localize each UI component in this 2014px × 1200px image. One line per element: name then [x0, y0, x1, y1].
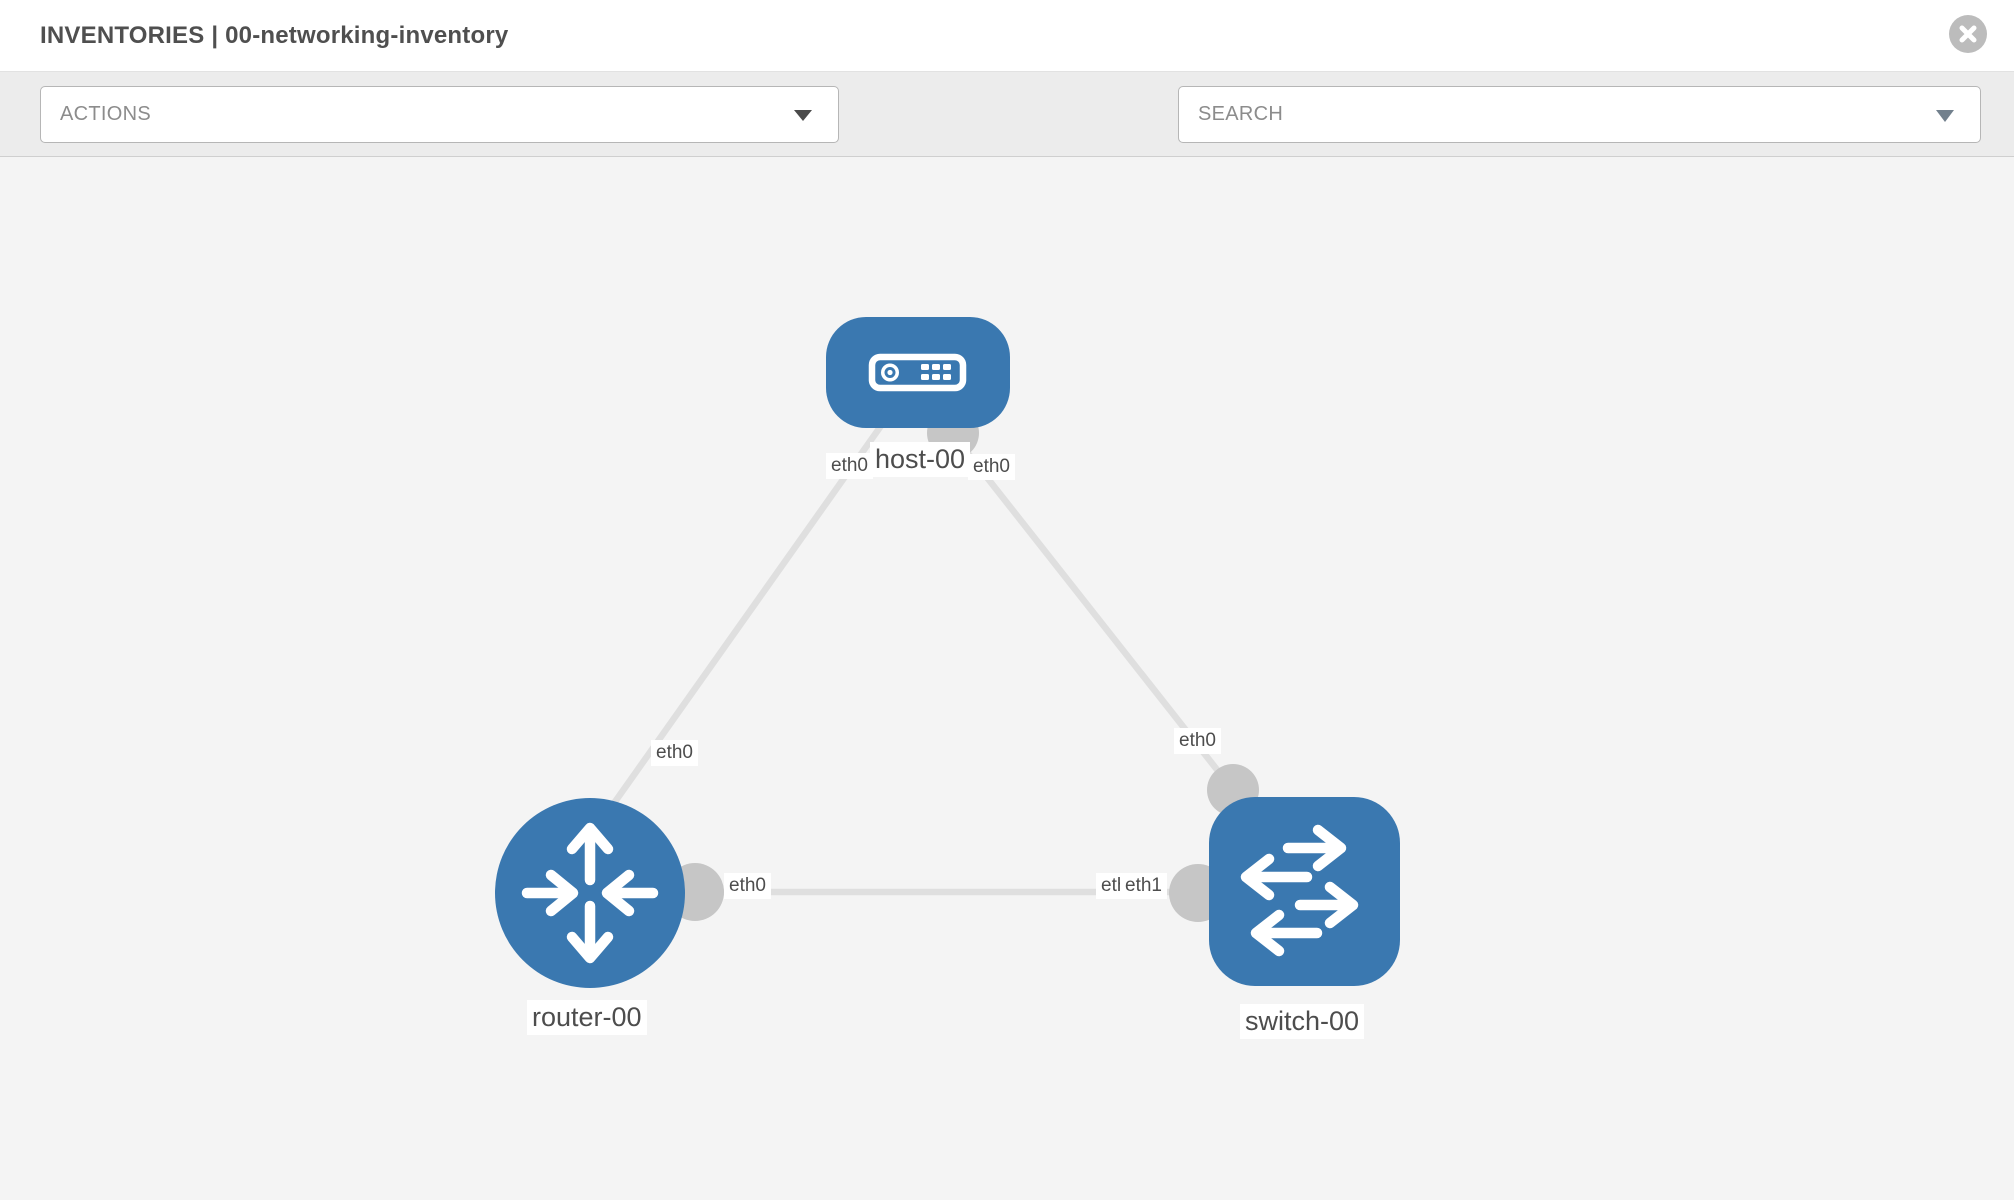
search-dropdown-label: SEARCH [1198, 103, 1284, 125]
close-icon [1959, 25, 1977, 43]
node-router-00[interactable] [495, 798, 685, 988]
iface-label-switch-left: eth1 [1120, 873, 1167, 899]
topology-svg [495, 317, 1400, 988]
iface-label-host-right: eth0 [968, 454, 1015, 480]
node-label-host: host-00 [870, 442, 971, 478]
node-label-switch: switch-00 [1240, 1004, 1365, 1040]
chevron-down-icon [794, 109, 812, 121]
chevron-down-icon [1936, 109, 1954, 122]
iface-label-router-right: eth0 [724, 873, 771, 899]
node-label-router: router-00 [527, 1000, 647, 1036]
toolbar: ACTIONS SEARCH [0, 72, 2014, 206]
switch-arrows-icon [1240, 824, 1359, 957]
actions-dropdown-label: ACTIONS [60, 103, 151, 125]
page-title: INVENTORIES | 00-networking-inventory [40, 21, 509, 49]
iface-label-switch-top: eth0 [1174, 728, 1221, 754]
node-switch-00[interactable] [1209, 797, 1400, 986]
search-dropdown[interactable]: SEARCH [1178, 86, 1981, 143]
iface-label-router-top: eth0 [651, 740, 698, 766]
node-host-00[interactable] [826, 317, 1010, 428]
router-arrows-icon [521, 822, 659, 964]
header: INVENTORIES | 00-networking-inventory [0, 0, 2014, 72]
topology-canvas[interactable]: host-00 router-00 switch-00 eth0 eth0 et… [0, 157, 2014, 1200]
close-button[interactable] [1949, 15, 1987, 53]
actions-dropdown[interactable]: ACTIONS [40, 86, 839, 143]
server-icon [868, 353, 967, 392]
iface-label-host-left: eth0 [826, 453, 873, 479]
